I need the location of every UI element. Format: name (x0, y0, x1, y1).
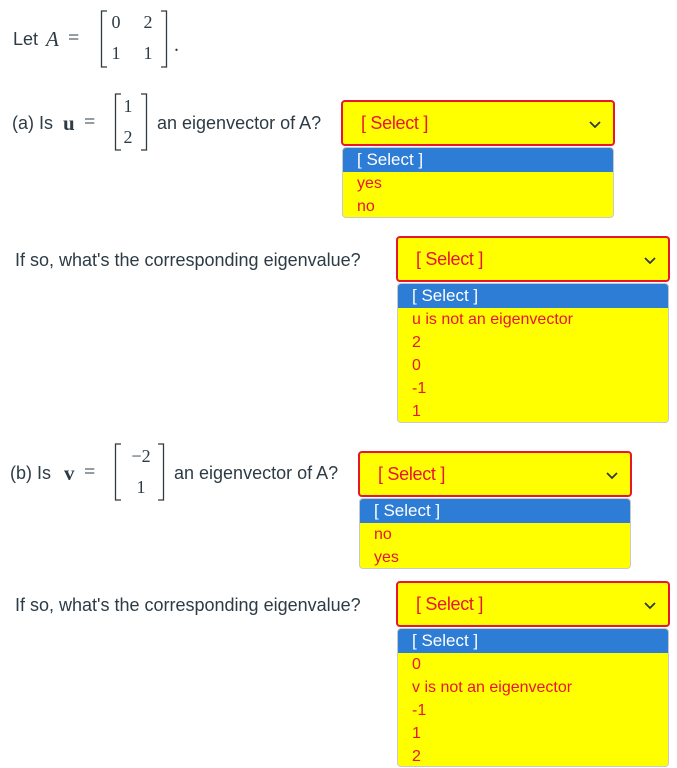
part-a-eigenvector-select[interactable]: [ Select ] (341, 100, 615, 146)
option-not-eigenvector[interactable]: u is not an eigenvector (412, 311, 573, 328)
matrix-entry: 1 (111, 43, 121, 63)
part-a-eigenvalue-question: If so, what's the corresponding eigenval… (15, 250, 361, 270)
option-value[interactable]: -1 (412, 702, 427, 719)
matrix-entry: 2 (143, 12, 153, 32)
part-a-options-list: [ Select ] yes no (342, 147, 614, 218)
vector-entry: 2 (123, 127, 133, 147)
part-b-eigenvector-select[interactable]: [ Select ] (358, 451, 632, 497)
equals-sign: = (68, 27, 80, 49)
part-b-question: an eigenvector of A? (174, 463, 339, 483)
option-value[interactable]: 2 (412, 334, 421, 351)
vector-entry: 1 (136, 477, 146, 497)
period: . (174, 34, 179, 56)
equals-sign: = (84, 111, 96, 133)
option-no[interactable]: no (357, 198, 375, 215)
select-value: [ Select ] (416, 594, 484, 614)
chevron-down-icon (644, 602, 656, 610)
part-b-eigenvalue-options-list: [ Select ] 0 v is not an eigenvector -1 … (397, 628, 669, 767)
part-b-eigenvalue-select[interactable]: [ Select ] (396, 581, 670, 627)
chevron-down-icon (589, 121, 601, 129)
option-not-eigenvector[interactable]: v is not an eigenvector (412, 679, 573, 696)
left-bracket (100, 10, 107, 68)
option-value[interactable]: 2 (412, 748, 421, 765)
option-yes[interactable]: yes (357, 175, 382, 192)
let-label: Let (13, 29, 39, 49)
matrix-a-symbol: A (46, 27, 59, 51)
part-a-question: an eigenvector of A? (157, 113, 322, 133)
left-bracket (114, 93, 121, 151)
right-bracket (141, 93, 148, 151)
option-no[interactable]: no (374, 526, 392, 543)
option-value[interactable]: -1 (412, 380, 427, 397)
right-bracket (158, 443, 165, 501)
part-b-eigenvalue-question: If so, what's the corresponding eigenval… (15, 595, 361, 615)
option-value[interactable]: 0 (412, 357, 421, 374)
option-value[interactable]: 1 (412, 403, 421, 420)
option-yes[interactable]: yes (374, 549, 399, 566)
select-value: [ Select ] (416, 249, 484, 269)
left-bracket (114, 443, 121, 501)
vector-entry: 1 (123, 96, 133, 116)
part-b-options-list: [ Select ] no yes (359, 498, 631, 569)
option-value[interactable]: 1 (412, 725, 421, 742)
right-bracket (161, 10, 168, 68)
vector-u-symbol: u (63, 111, 75, 135)
option-select-placeholder[interactable]: [ Select ] (360, 499, 630, 523)
option-select-placeholder[interactable]: [ Select ] (398, 284, 668, 308)
equals-sign: = (84, 461, 96, 483)
part-a-label: (a) Is (12, 113, 54, 133)
vector-entry: −2 (131, 446, 151, 466)
part-a-eigenvalue-select[interactable]: [ Select ] (396, 236, 670, 282)
chevron-down-icon (644, 257, 656, 265)
matrix-entry: 1 (143, 43, 153, 63)
option-select-placeholder[interactable]: [ Select ] (398, 629, 668, 653)
select-value: [ Select ] (378, 464, 446, 484)
option-value[interactable]: 0 (412, 656, 421, 673)
part-a-eigenvalue-options-list: [ Select ] u is not an eigenvector 2 0 -… (397, 283, 669, 423)
select-value: [ Select ] (361, 113, 429, 133)
matrix-entry: 0 (111, 12, 121, 32)
part-b-label: (b) Is (10, 463, 52, 483)
chevron-down-icon (606, 472, 618, 480)
option-select-placeholder[interactable]: [ Select ] (343, 148, 613, 172)
vector-v-symbol: v (64, 461, 75, 485)
